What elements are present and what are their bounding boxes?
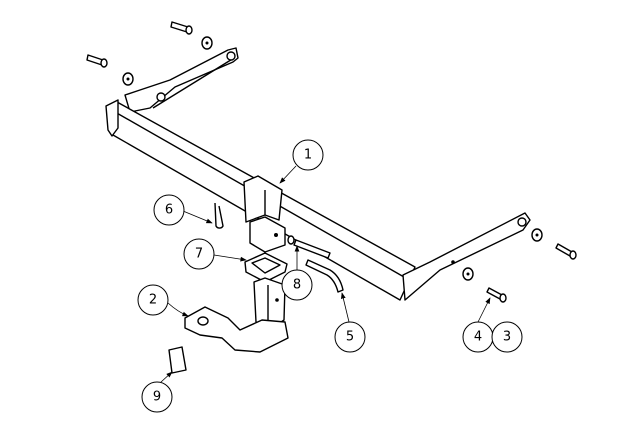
callout-3: 3	[491, 321, 523, 353]
bolt-left	[86, 54, 108, 68]
washer-top	[201, 36, 213, 50]
svg-text:5: 5	[346, 330, 354, 345]
washer-right-bottom	[462, 267, 474, 281]
label-sticker	[168, 346, 187, 374]
nut	[226, 51, 236, 61]
callout-8: 8	[281, 269, 313, 301]
callout-1: 1	[292, 139, 324, 171]
spring-clip	[214, 202, 224, 229]
bolt-right	[555, 243, 577, 260]
right-bracket	[402, 212, 531, 301]
socket-plate	[287, 235, 331, 259]
bolt-top	[170, 21, 193, 35]
callout-7: 7	[183, 238, 215, 270]
washer-right-top	[531, 228, 543, 242]
tow-ball-shank	[184, 277, 289, 353]
left-bracket	[124, 47, 239, 113]
svg-text:4: 4	[474, 330, 482, 345]
svg-text:9: 9	[153, 390, 161, 405]
nut	[156, 92, 166, 102]
cable	[305, 259, 344, 293]
svg-text:2: 2	[149, 293, 157, 308]
svg-text:3: 3	[503, 330, 511, 345]
callout-4: 4	[462, 321, 494, 353]
washer-left	[122, 72, 134, 86]
svg-text:6: 6	[165, 203, 173, 218]
bolt-4	[486, 287, 507, 303]
callout-2: 2	[137, 284, 169, 316]
callout-6: 6	[153, 194, 185, 226]
svg-text:7: 7	[195, 247, 203, 262]
svg-text:1: 1	[304, 148, 312, 163]
callout-9: 9	[141, 381, 173, 413]
square-spacer	[244, 252, 288, 283]
svg-text:8: 8	[293, 278, 301, 293]
callout-5: 5	[334, 321, 366, 353]
center-clamp	[243, 175, 286, 253]
